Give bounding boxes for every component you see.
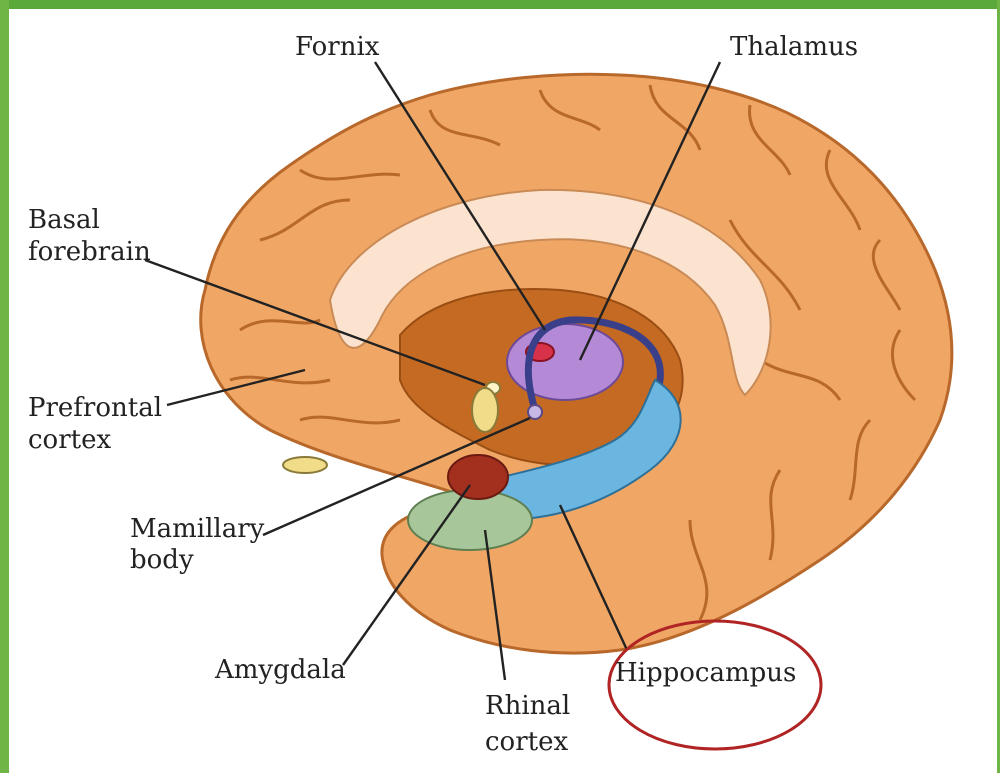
label-mamillary-line2: body bbox=[130, 545, 194, 576]
label-fornix: Fornix bbox=[295, 32, 379, 63]
label-hippocampus: Hippocampus bbox=[615, 658, 796, 689]
thalamus bbox=[507, 324, 623, 400]
mamillary-body bbox=[528, 405, 542, 419]
label-amygdala: Amygdala bbox=[215, 655, 346, 686]
label-prefrontal-line1: Prefrontal bbox=[28, 393, 162, 424]
label-mamillary-line1: Mamillary bbox=[130, 514, 264, 545]
amygdala bbox=[448, 455, 508, 499]
label-prefrontal-line2: cortex bbox=[28, 425, 111, 456]
label-rhinal-line1: Rhinal bbox=[485, 691, 570, 722]
optic-structure bbox=[283, 457, 327, 473]
label-basal-forebrain-line2: forebrain bbox=[28, 237, 151, 268]
label-rhinal-line2: cortex bbox=[485, 727, 568, 758]
label-basal-forebrain-line1: Basal bbox=[28, 205, 100, 236]
olfactory-bulb bbox=[472, 388, 498, 432]
label-thalamus: Thalamus bbox=[730, 32, 858, 63]
